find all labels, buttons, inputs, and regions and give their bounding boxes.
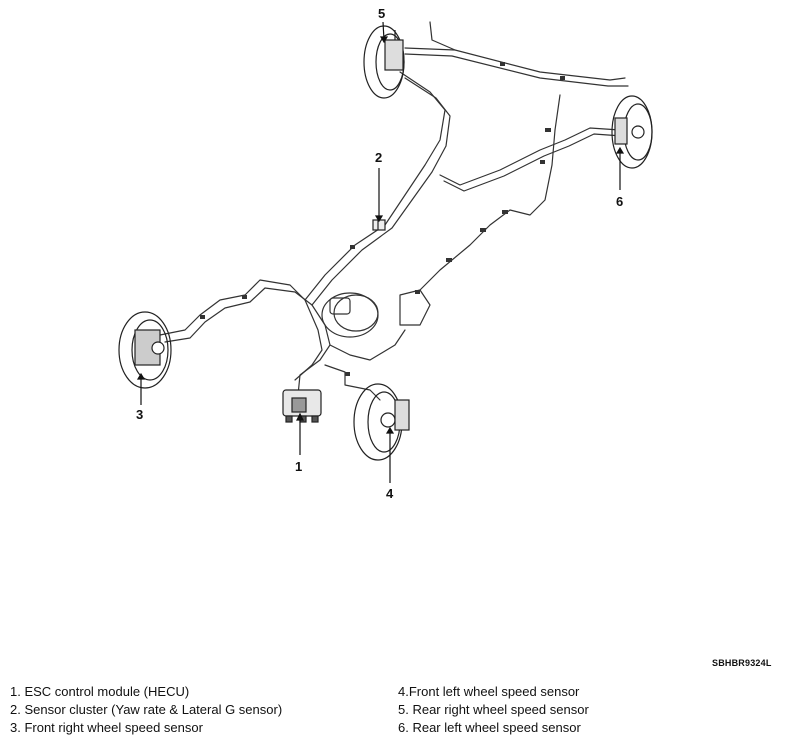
rear-left-wheel-icon — [611, 95, 653, 169]
legend-item-4: 4.Front left wheel speed sensor — [398, 684, 580, 699]
legend-item-2: 2. Sensor cluster (Yaw rate & Lateral G … — [10, 702, 283, 717]
callout-6: 6 — [616, 194, 624, 209]
figure-code: SBHBR9324L — [712, 658, 772, 668]
callout-4: 4 — [386, 486, 394, 501]
callout-2: 2 — [375, 150, 383, 165]
legend-right: 4.Front left wheel speed sensor 5. Rear … — [398, 683, 589, 737]
esc-module-icon — [282, 389, 322, 423]
callout-5: 5 — [378, 6, 386, 21]
callout-1: 1 — [295, 459, 303, 474]
callout-3: 3 — [136, 407, 144, 422]
legend-item-5: 5. Rear right wheel speed sensor — [398, 702, 589, 717]
front-right-wheel-icon — [118, 311, 172, 389]
brake-system-diagram — [118, 21, 653, 483]
front-left-wheel-icon — [353, 383, 410, 461]
legend-left: 1. ESC control module (HECU) 2. Sensor c… — [10, 683, 282, 737]
legend-item-3: 3. Front right wheel speed sensor — [10, 720, 203, 735]
rear-right-wheel-icon — [363, 25, 405, 99]
legend-item-6: 6. Rear left wheel speed sensor — [398, 720, 581, 735]
legend-item-1: 1. ESC control module (HECU) — [10, 684, 190, 699]
